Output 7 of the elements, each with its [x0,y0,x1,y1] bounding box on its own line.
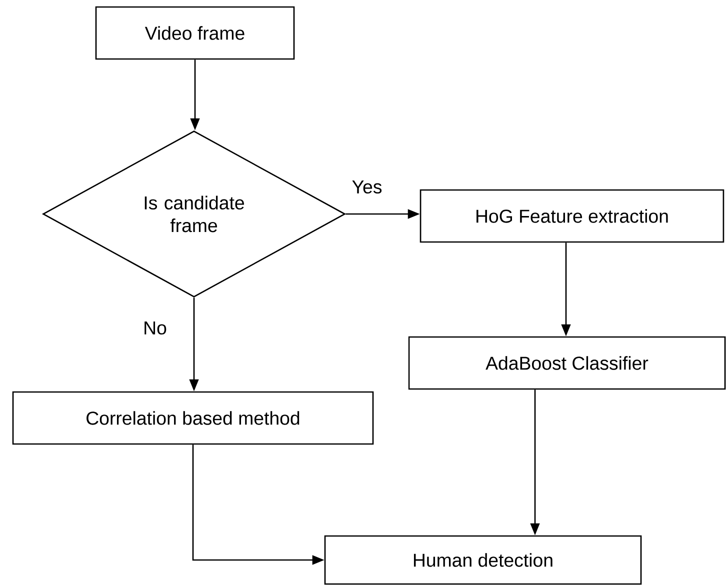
process-box: AdaBoost Classifier [408,336,726,390]
edge-label: Yes [350,179,384,195]
process-box: Human detection [324,535,642,585]
process-box: Video frame [95,6,295,60]
process-box: Correlation based method [12,391,374,445]
process-box: HoG Feature extraction [420,189,724,243]
edge-label: No [142,320,168,336]
